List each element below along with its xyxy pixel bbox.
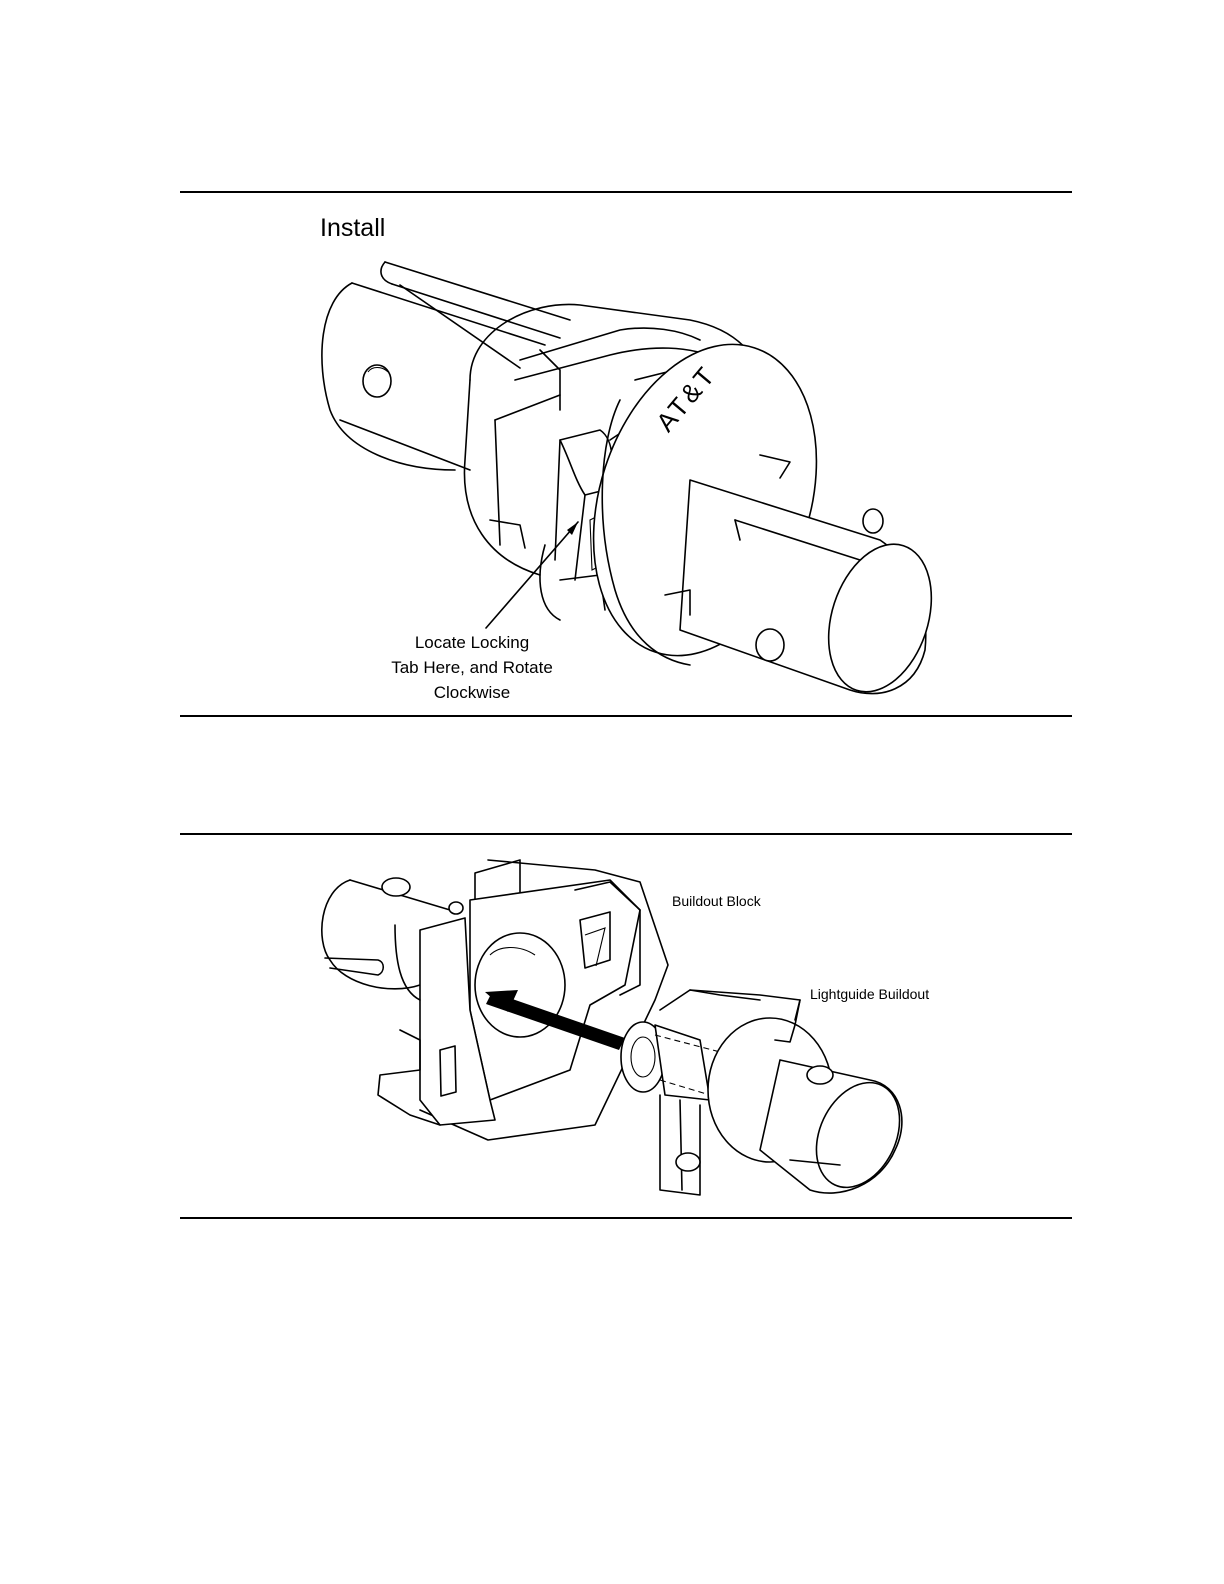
right-barrel-pin [807, 1066, 833, 1084]
latch-button [676, 1153, 700, 1171]
block-window [580, 912, 610, 968]
buildout-key [655, 1025, 710, 1100]
buildout-top [660, 990, 800, 1020]
left-barrel-pin [382, 878, 410, 896]
label-lightguide-buildout: Lightguide Buildout [810, 986, 929, 1002]
label-buildout-block: Buildout Block [672, 893, 761, 909]
plate-slot [440, 1046, 456, 1096]
